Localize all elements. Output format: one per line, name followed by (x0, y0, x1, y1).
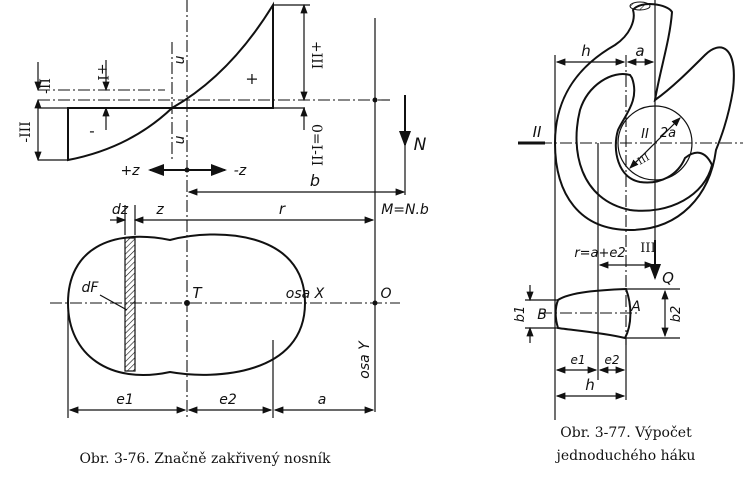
label-minus-z: -z (234, 163, 247, 179)
label-osa-y: osa Y (357, 340, 373, 379)
label-dF: dF (82, 280, 100, 296)
label-a-top: a (635, 42, 644, 60)
label-moment: M=N.b (381, 202, 429, 218)
label-e2-hook: e2 (604, 353, 619, 367)
label-plus-III: +III (308, 41, 324, 69)
label-B: B (537, 307, 547, 323)
label-II-left: II (533, 123, 542, 141)
label-osa-x: osa X (286, 286, 325, 302)
hook-cross-section (554, 287, 632, 340)
label-b: b (310, 171, 320, 190)
label-plus-I: +I (94, 63, 110, 80)
caption-fig-3-77-line1: Obr. 3-77. Výpočet (560, 424, 692, 441)
label-minus-III: -III (18, 121, 34, 142)
label-z: z (155, 202, 164, 218)
label-N: N (414, 135, 427, 155)
label-zero-eq: 0=I-II (308, 124, 324, 166)
label-Q: Q (662, 269, 674, 287)
caption-fig-3-76: Obr. 3-76. Značně zakřivený nosník (79, 450, 331, 467)
label-h-top: h (581, 42, 591, 60)
label-r: r (279, 200, 286, 218)
label-a: a (318, 392, 327, 408)
label-n-top: n (172, 56, 188, 65)
load-circle (617, 105, 693, 181)
label-2a: 2a (660, 126, 676, 141)
label-III-lower: III (640, 241, 655, 256)
compression-stress-area (67, 107, 175, 162)
label-e1-hook: e1 (570, 353, 585, 367)
strip-dF (124, 237, 136, 372)
label-A: A (630, 299, 641, 315)
label-minus-II: -II (38, 78, 54, 94)
label-plus-z: +z (120, 163, 140, 179)
label-n-bottom: n (172, 136, 188, 145)
label-h-bottom: h (585, 376, 595, 394)
hook-figure: h a II II 2a III III Q r=a+e2 b1 B A b2 … (513, 0, 743, 464)
hook-inner-outline (575, 73, 714, 212)
label-e1: e1 (116, 392, 134, 408)
label-O: O (380, 286, 391, 302)
label-minus-sign: - (89, 121, 94, 140)
label-III-inner: III (636, 152, 652, 167)
label-T: T (192, 284, 203, 302)
label-e2: e2 (219, 392, 237, 408)
tension-stress-area (168, 1, 274, 109)
curved-beam-figure: -II +I -III n n + - +III 0=I-II +z -z b … (18, 0, 429, 467)
label-II-inner: II (641, 127, 649, 142)
hook-outline (553, 3, 735, 232)
label-b1: b1 (513, 306, 528, 323)
label-plus-sign: + (245, 69, 258, 88)
label-dz: dz (112, 202, 129, 218)
label-r-eq: r=a+e2 (574, 246, 625, 261)
label-b2: b2 (669, 306, 684, 323)
caption-fig-3-77-line2: jednoduchého háku (555, 448, 696, 464)
